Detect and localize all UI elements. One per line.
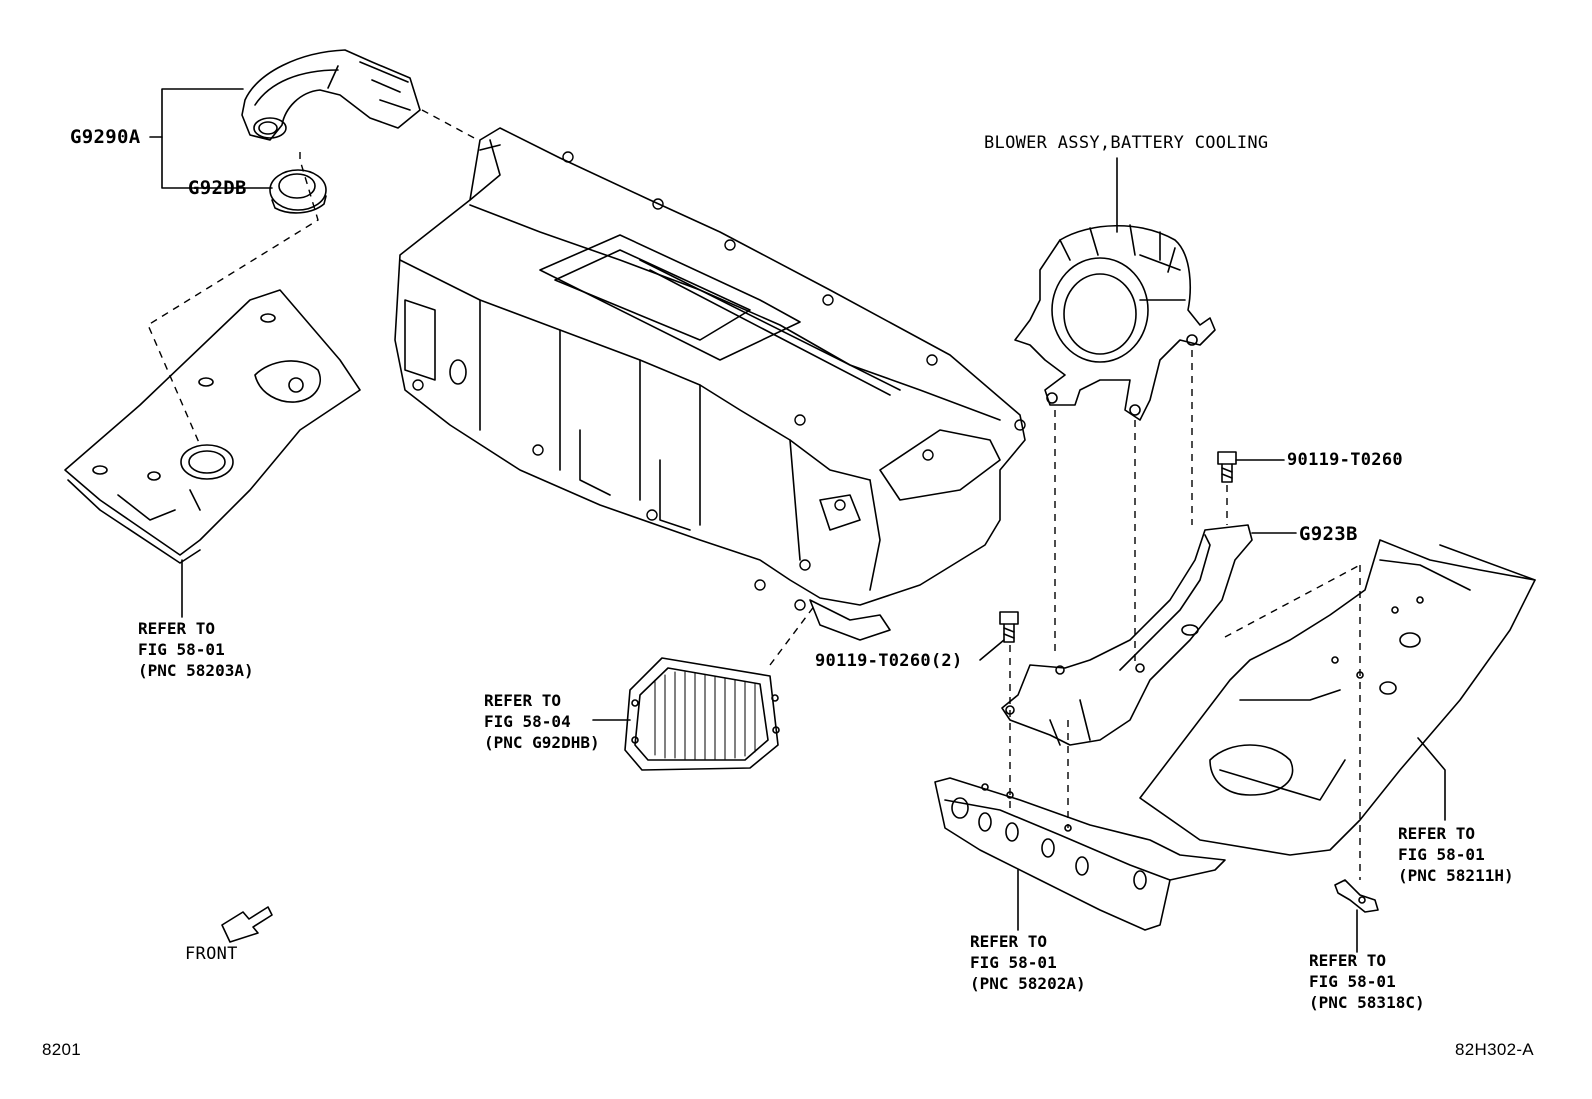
label-g92db: G92DB bbox=[188, 177, 247, 199]
ref-line: FIG 58-01 bbox=[1309, 972, 1396, 991]
footer-left-code: 8201 bbox=[42, 1040, 82, 1059]
front-rail-panel bbox=[934, 777, 1226, 931]
ref-line: FIG 58-01 bbox=[1398, 845, 1485, 864]
ref-line: REFER TO bbox=[484, 691, 562, 710]
ref-clip: REFER TO FIG 58-01 (PNC 58318C) bbox=[1309, 950, 1425, 1013]
label-blower-assy: BLOWER ASSY,BATTERY COOLING bbox=[984, 133, 1269, 153]
ref-line: FIG 58-04 bbox=[484, 712, 571, 731]
ref-filter: REFER TO FIG 58-04 (PNC G92DHB) bbox=[484, 690, 600, 753]
label-bracket-g923b: G923B bbox=[1299, 523, 1358, 545]
ref-right-floor: REFER TO FIG 58-01 (PNC 58211H) bbox=[1398, 823, 1514, 886]
ref-line: FIG 58-01 bbox=[138, 640, 225, 659]
air-duct-hose bbox=[241, 49, 421, 141]
ref-line: FIG 58-01 bbox=[970, 953, 1057, 972]
bolt-single bbox=[1217, 451, 1285, 483]
alignment-lines bbox=[147, 109, 1361, 880]
ref-line: REFER TO bbox=[970, 932, 1048, 951]
bracket-g923b bbox=[1001, 524, 1297, 746]
label-bolt-single: 90119-T0260 bbox=[1287, 450, 1403, 470]
battery-filter bbox=[592, 657, 780, 771]
ref-line: (PNC 58211H) bbox=[1398, 866, 1514, 885]
label-front: FRONT bbox=[185, 944, 238, 964]
label-g9290a: G9290A bbox=[70, 126, 141, 148]
blower-assy bbox=[1014, 157, 1216, 421]
front-arrow bbox=[221, 906, 273, 943]
label-bolt-double: 90119-T0260(2) bbox=[815, 651, 963, 671]
right-floor-panel bbox=[1139, 539, 1536, 856]
clip bbox=[1334, 879, 1379, 953]
ref-line: REFER TO bbox=[1398, 824, 1476, 843]
left-floor-panel bbox=[64, 289, 361, 618]
ref-line: REFER TO bbox=[1309, 951, 1387, 970]
footer-right-code: 82H302-A bbox=[1455, 1040, 1534, 1059]
ref-line: (PNC 58318C) bbox=[1309, 993, 1425, 1012]
g9290a-leader bbox=[149, 88, 273, 189]
seal-ring bbox=[269, 169, 327, 214]
ref-line: (PNC 58202A) bbox=[970, 974, 1086, 993]
ref-left-floor: REFER TO FIG 58-01 (PNC 58203A) bbox=[138, 618, 254, 681]
ref-front-rail: REFER TO FIG 58-01 (PNC 58202A) bbox=[970, 931, 1086, 994]
battery-pack bbox=[394, 127, 1026, 641]
ref-line: (PNC G92DHB) bbox=[484, 733, 600, 752]
bolt-double bbox=[979, 611, 1019, 661]
ref-line: REFER TO bbox=[138, 619, 216, 638]
ref-line: (PNC 58203A) bbox=[138, 661, 254, 680]
